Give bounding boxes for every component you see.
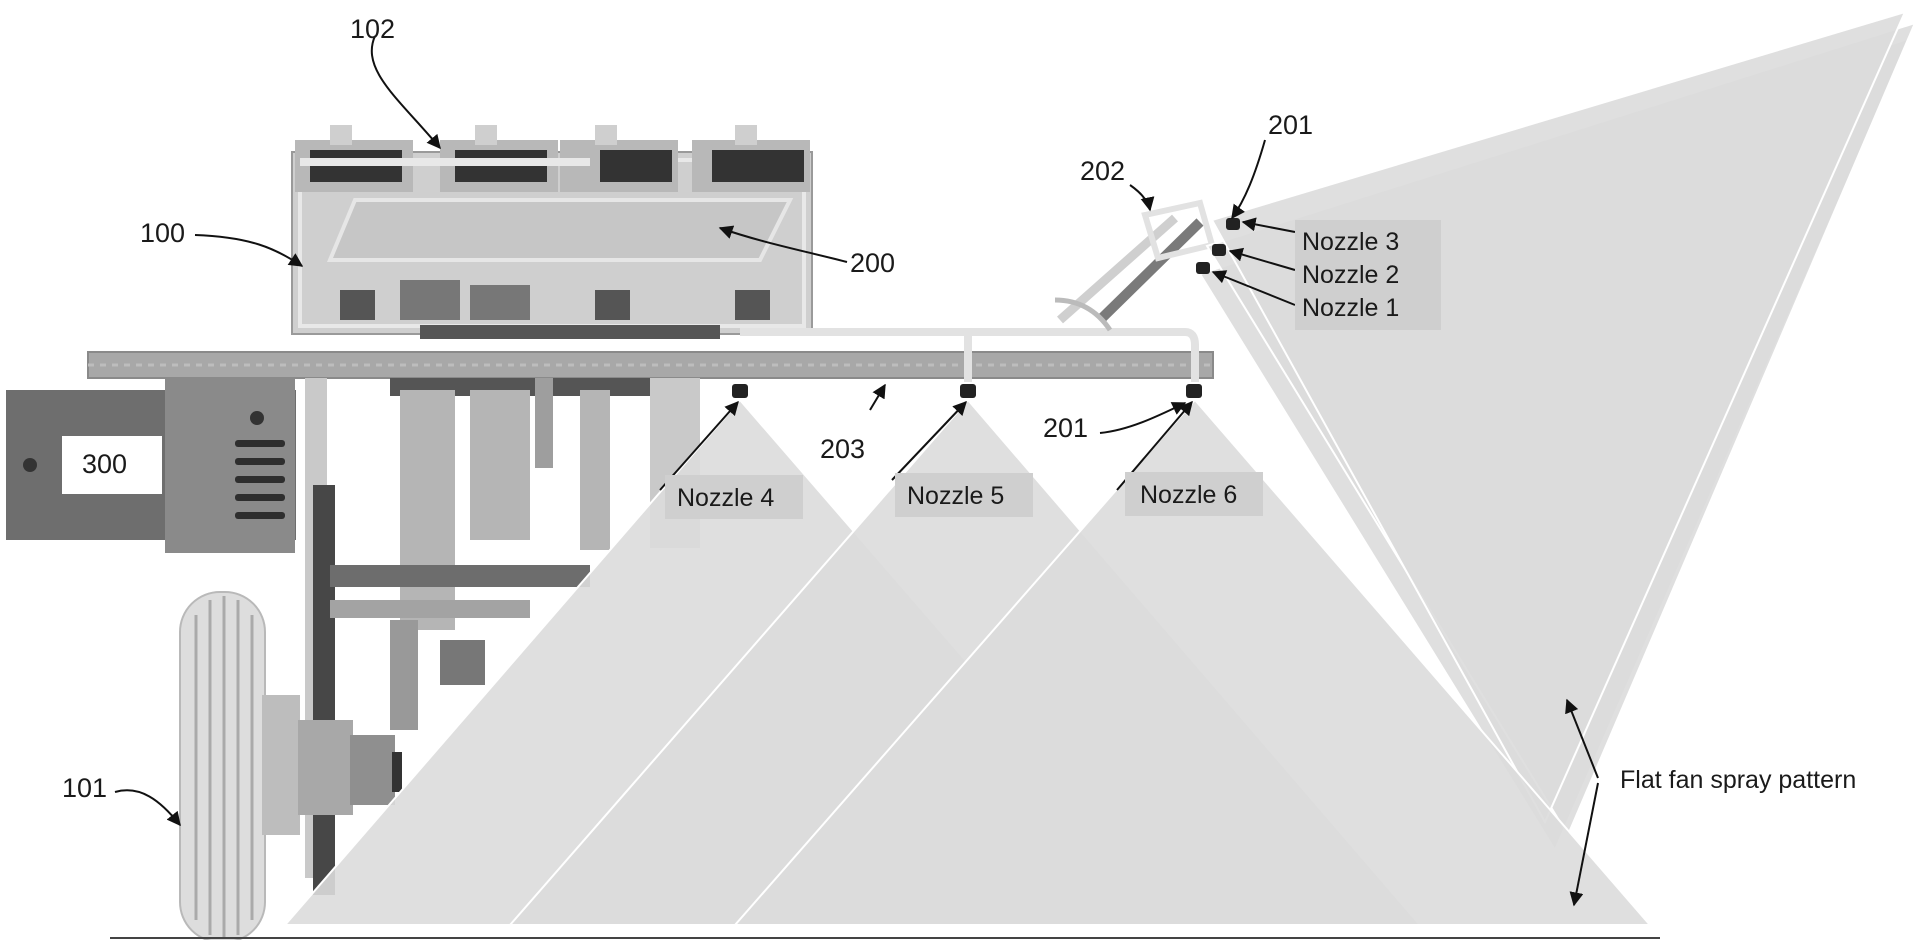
ref-201-top: 201 [1268,110,1313,140]
ref-300: 300 [82,449,127,479]
label-nozzle-4: Nozzle 4 [677,484,774,512]
label-box-300 [62,436,162,494]
fan-nozzle-6 [732,398,1653,926]
nozzle-bodies [732,218,1240,398]
ref-202: 202 [1080,156,1125,186]
label-nozzle-1: Nozzle 1 [1302,294,1399,322]
ref-200: 200 [850,248,895,278]
label-flat-fan-spray-pattern: Flat fan spray pattern [1620,766,1856,794]
wheel-101 [179,591,402,943]
tank-200 [327,198,794,262]
ref-100: 100 [140,218,185,248]
label-nozzle-6: Nozzle 6 [1140,481,1237,509]
fan-nozzle-3 [1210,10,1907,825]
ref-201-bottom: 201 [1043,413,1088,443]
ref-102: 102 [350,14,395,44]
label-nozzle-5: Nozzle 5 [907,482,1004,510]
machine-frame [6,125,1216,943]
spray-patterns [282,10,1917,926]
label-nozzle-3: Nozzle 3 [1302,228,1399,256]
supply-pipe-203 [740,328,1199,382]
ref-101: 101 [62,773,107,803]
ref-203: 203 [820,434,865,464]
angled-boom-arm-202 [1054,199,1216,332]
pump-units-102 [295,125,810,192]
label-nozzle-2: Nozzle 2 [1302,261,1399,289]
nozzle-label-boxes [665,220,1441,519]
